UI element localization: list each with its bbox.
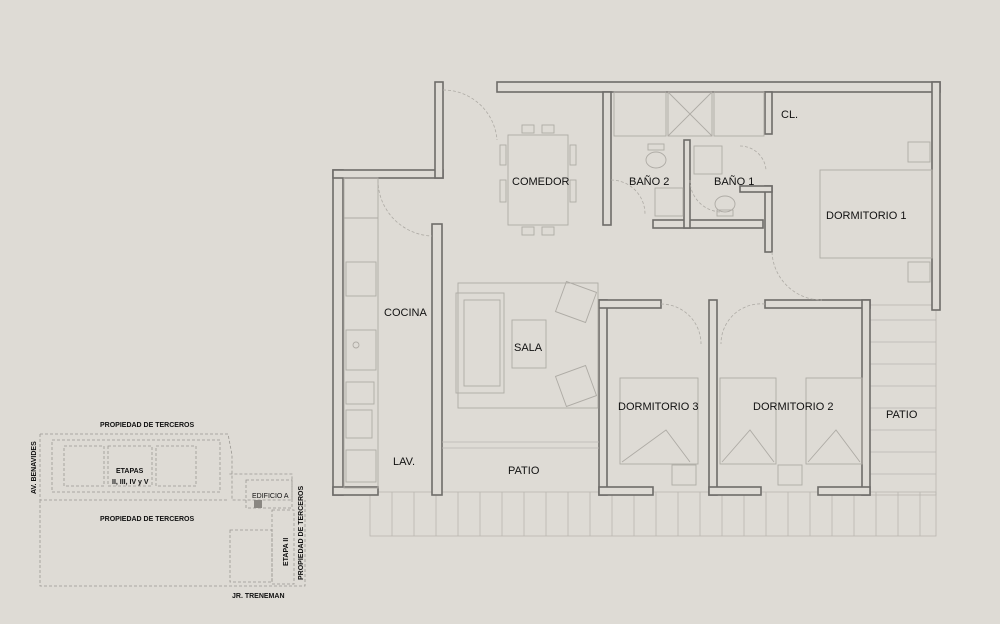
label-comedor: COMEDOR	[512, 176, 570, 188]
shower-icon	[667, 91, 713, 137]
wall-dorm2-bottom-right	[817, 486, 871, 496]
wall-dorm3-bottom	[598, 486, 654, 496]
bed-icon-4	[805, 377, 863, 465]
site-map: PROPIEDAD DE TERCEROS PROPIEDAD DE TERCE…	[31, 422, 306, 600]
map-etapas-list: II, III, IV y V	[112, 479, 149, 486]
label-dormitorio1: DORMITORIO 1	[826, 210, 906, 222]
wall-closet-return	[739, 185, 773, 193]
wall-bottom-left	[332, 486, 379, 496]
label-cocina: COCINA	[384, 307, 427, 319]
wall-top	[496, 81, 941, 93]
map-street: JR. TRENEMAN	[232, 593, 285, 600]
wall-dorm2-left	[708, 299, 718, 496]
washer-icon	[345, 409, 373, 439]
bed-icon	[819, 169, 933, 259]
wall-right	[931, 81, 941, 311]
kitchen-counter	[343, 177, 379, 489]
stove-icon	[345, 261, 377, 297]
label-patio-right: PATIO	[886, 409, 918, 421]
wall-bath-divider	[683, 139, 691, 229]
label-dormitorio2: DORMITORIO 2	[753, 401, 833, 413]
toilet-icon	[645, 151, 667, 169]
sink-icon-2	[693, 145, 723, 175]
wall-dorm3-left	[598, 299, 608, 496]
bedroom-furniture	[619, 141, 933, 486]
wall-closet-left-top	[764, 91, 773, 135]
living-room-furniture	[455, 280, 599, 409]
map-middle-neighbor: PROPIEDAD DE TERCEROS	[100, 516, 194, 523]
label-bano2: BAÑO 2	[629, 175, 669, 188]
wall-dorm2-right	[861, 299, 871, 496]
sofa-icon	[455, 292, 505, 394]
toilet-icon-2	[714, 195, 736, 213]
armchair-icon	[554, 280, 598, 324]
wall-left	[332, 169, 344, 496]
doors	[377, 89, 823, 449]
kitchen-sink-icon	[345, 329, 377, 371]
building-marker	[254, 500, 262, 508]
wall-dorm2-top	[764, 299, 871, 309]
label-dormitorio3: DORMITORIO 3	[618, 401, 698, 413]
label-sala: SALA	[514, 342, 543, 354]
label-closet: CL.	[781, 109, 798, 121]
bed-icon-3	[719, 377, 777, 465]
rug	[457, 282, 599, 409]
armchair-icon-2	[554, 364, 598, 408]
patio-tiles	[369, 304, 937, 537]
walls	[332, 81, 941, 496]
sink-icon	[654, 187, 684, 217]
map-stage: ETAPA II	[283, 538, 290, 566]
wall-dorm2-bottom-left	[708, 486, 762, 496]
map-avenue: AV. BENAVIDES	[31, 441, 38, 494]
label-lavanderia: LAV.	[393, 456, 415, 468]
wall-bath2-left	[602, 91, 612, 226]
laundry-sink-icon	[345, 449, 377, 483]
wall-dorm3-top	[598, 299, 662, 309]
label-bano1: BAÑO 1	[714, 175, 754, 188]
map-right-neighbor: PROPIEDAD DE TERCEROS	[298, 486, 305, 580]
coffee-table-icon	[511, 319, 547, 369]
label-patio-bottom: PATIO	[508, 465, 540, 477]
wall-kitchen-top	[332, 169, 444, 179]
wall-kitchen-divider	[431, 223, 443, 496]
map-top-neighbor: PROPIEDAD DE TERCEROS	[100, 422, 194, 429]
map-etapas-title: ETAPAS	[116, 468, 144, 475]
bathroom-fixtures	[613, 91, 765, 217]
room-labels: COMEDOR BAÑO 2 BAÑO 1 CL. DORMITORIO 1 C…	[384, 109, 918, 477]
wall-closet-left-bottom	[764, 185, 773, 253]
wall-kitchen-notch	[434, 81, 444, 179]
wall-bath-bottom	[652, 219, 764, 229]
map-building: EDIFICIO A	[252, 493, 289, 500]
dining-table-icon	[499, 124, 577, 236]
bed-icon-2	[619, 377, 699, 465]
